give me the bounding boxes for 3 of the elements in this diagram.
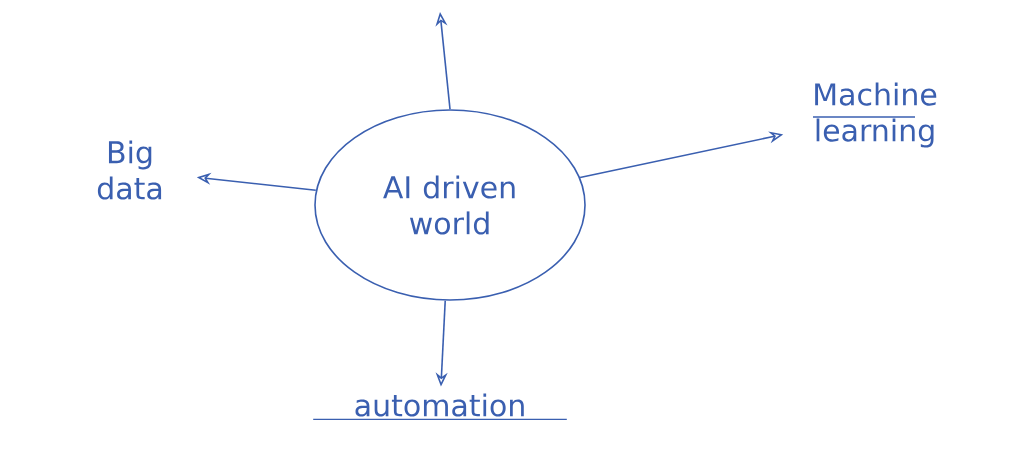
node-label: Machine learning bbox=[815, 82, 937, 148]
node-label: automation bbox=[355, 393, 524, 417]
node-label: Big data bbox=[97, 140, 162, 200]
